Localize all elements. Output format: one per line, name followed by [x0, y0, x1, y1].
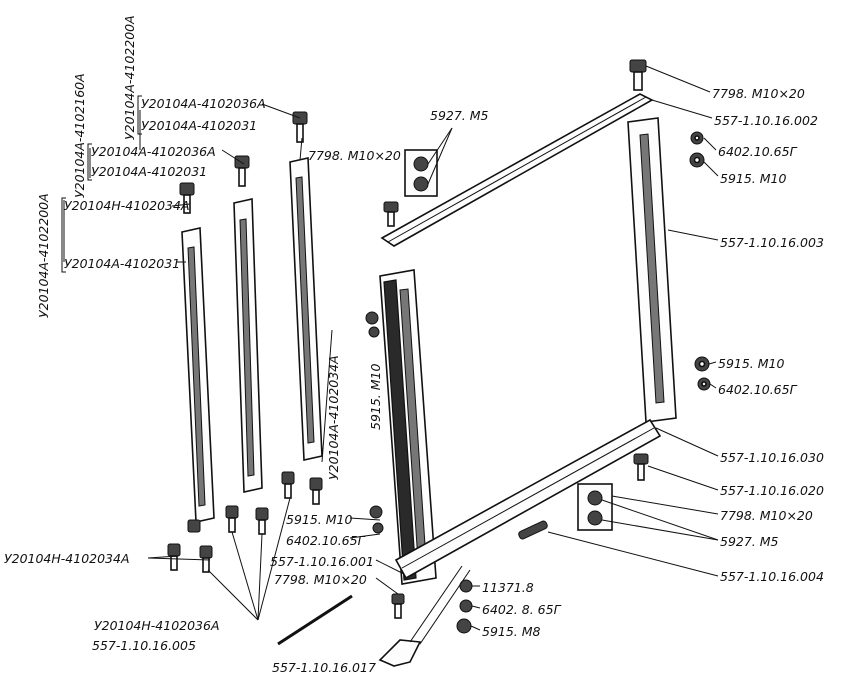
label-557-030: 557-1.10.16.030 — [720, 450, 824, 465]
label-557-002: 557-1.10.16.002 — [714, 113, 818, 128]
label-u20104n-4102036a: У20104Н-4102036А — [94, 618, 220, 633]
left-strip-3 — [289, 157, 323, 461]
label-557-017: 557-1.10.16.017 — [272, 660, 376, 675]
vlabel-u20104a-4102034a: У20104А-4102034А — [326, 355, 341, 480]
vlabel-u20104a-4102160a: У20104А-4102160А — [72, 73, 87, 198]
left-strip-1 — [181, 227, 215, 523]
post-washers — [365, 311, 384, 534]
m5-nut-pair-bottom — [577, 483, 613, 531]
label-5915-m8: 5915. M8 — [482, 624, 541, 639]
label-5915-m10-top: 5915. M10 — [720, 171, 786, 186]
label-5915-m10-left: 5915. M10 — [286, 512, 352, 527]
label-u20104a-4102031-low: У20104А-4102031 — [64, 256, 180, 271]
label-557-020: 557-1.10.16.020 — [720, 483, 824, 498]
label-557-005: 557-1.10.16.005 — [92, 638, 196, 653]
m5-bolt-top — [383, 201, 399, 227]
rod-005 — [277, 594, 353, 646]
label-6402-left: 6402.10.65Г — [286, 533, 366, 548]
vlabel-u20104a-4102200a-inner: У20104А-4102200А — [122, 15, 137, 140]
label-7798-m10x20-top: 7798. M10×20 — [712, 86, 805, 101]
m8-stack — [456, 579, 473, 634]
vlabel-u20104a-4102200a-outer: У20104А-4102200А — [36, 193, 51, 318]
rf-nut-mid — [694, 356, 710, 372]
label-u20104a-4102036a-mid: У20104А-4102036А — [91, 144, 216, 159]
left-nut-c — [225, 505, 239, 533]
rf-washer-top — [690, 131, 704, 145]
rf-bolt-bottom — [633, 453, 649, 481]
label-u20104a-4102031-top: У20104А-4102031 — [141, 118, 257, 133]
left-nut-a — [281, 471, 295, 499]
label-6402-top: 6402.10.65Г — [718, 144, 798, 159]
m10-bolt-lower — [391, 593, 405, 619]
labels: 7798. M10×20 557-1.10.16.002 6402.10.65Г… — [4, 86, 824, 675]
left-nut-f — [199, 545, 213, 573]
label-557-001: 557-1.10.16.001 — [270, 554, 374, 569]
left-bolt-2 — [234, 155, 250, 187]
label-5915-m10-mid: 5915. M10 — [718, 356, 784, 371]
leader-lines — [63, 65, 719, 631]
label-5927-m5-right: 5927. M5 — [720, 534, 779, 549]
label-7798-m10x20-right: 7798. M10×20 — [720, 508, 813, 523]
bracket-017 — [378, 565, 471, 667]
spring-pin — [518, 520, 548, 540]
bottom-rail — [394, 418, 662, 580]
label-u20104a-4102031-mid: У20104А-4102031 — [91, 164, 207, 179]
label-5927-m5-top: 5927. M5 — [430, 108, 489, 123]
label-7798-m10x20-left: 7798. M10×20 — [308, 148, 401, 163]
left-nut-g — [187, 519, 201, 533]
label-u20104n-4102034a-top: У20104Н-4102034А — [64, 198, 190, 213]
label-11371-8: 11371.8 — [482, 580, 534, 595]
label-u20104n-4102034a-bottom: У20104Н-4102034А — [4, 551, 130, 566]
left-strip-2 — [233, 198, 263, 493]
left-nut-d — [255, 507, 269, 535]
m5-nut-pair-top — [404, 149, 438, 197]
right-post — [627, 117, 677, 423]
label-557-003: 557-1.10.16.003 — [720, 235, 824, 250]
left-nut-b — [309, 477, 323, 505]
vertical-labels: У20104А-4102200А У20104А-4102160А У20104… — [36, 15, 383, 480]
left-post — [379, 269, 437, 585]
label-6402-8-65g: 6402. 8. 65Г — [482, 602, 562, 617]
label-u20104a-4102036a-top: У20104А-4102036А — [141, 96, 266, 111]
rf-nut-top — [689, 152, 705, 168]
label-6402-mid: 6402.10.65Г — [718, 382, 798, 397]
label-7798-m10x20-bottom: 7798. M10×20 — [274, 572, 367, 587]
label-557-004: 557-1.10.16.004 — [720, 569, 824, 584]
vlabel-5915-m10: 5915. M10 — [368, 364, 383, 430]
label-brackets — [61, 95, 142, 273]
rf-bolt-top — [629, 59, 647, 91]
rf-washer-mid — [697, 377, 711, 391]
